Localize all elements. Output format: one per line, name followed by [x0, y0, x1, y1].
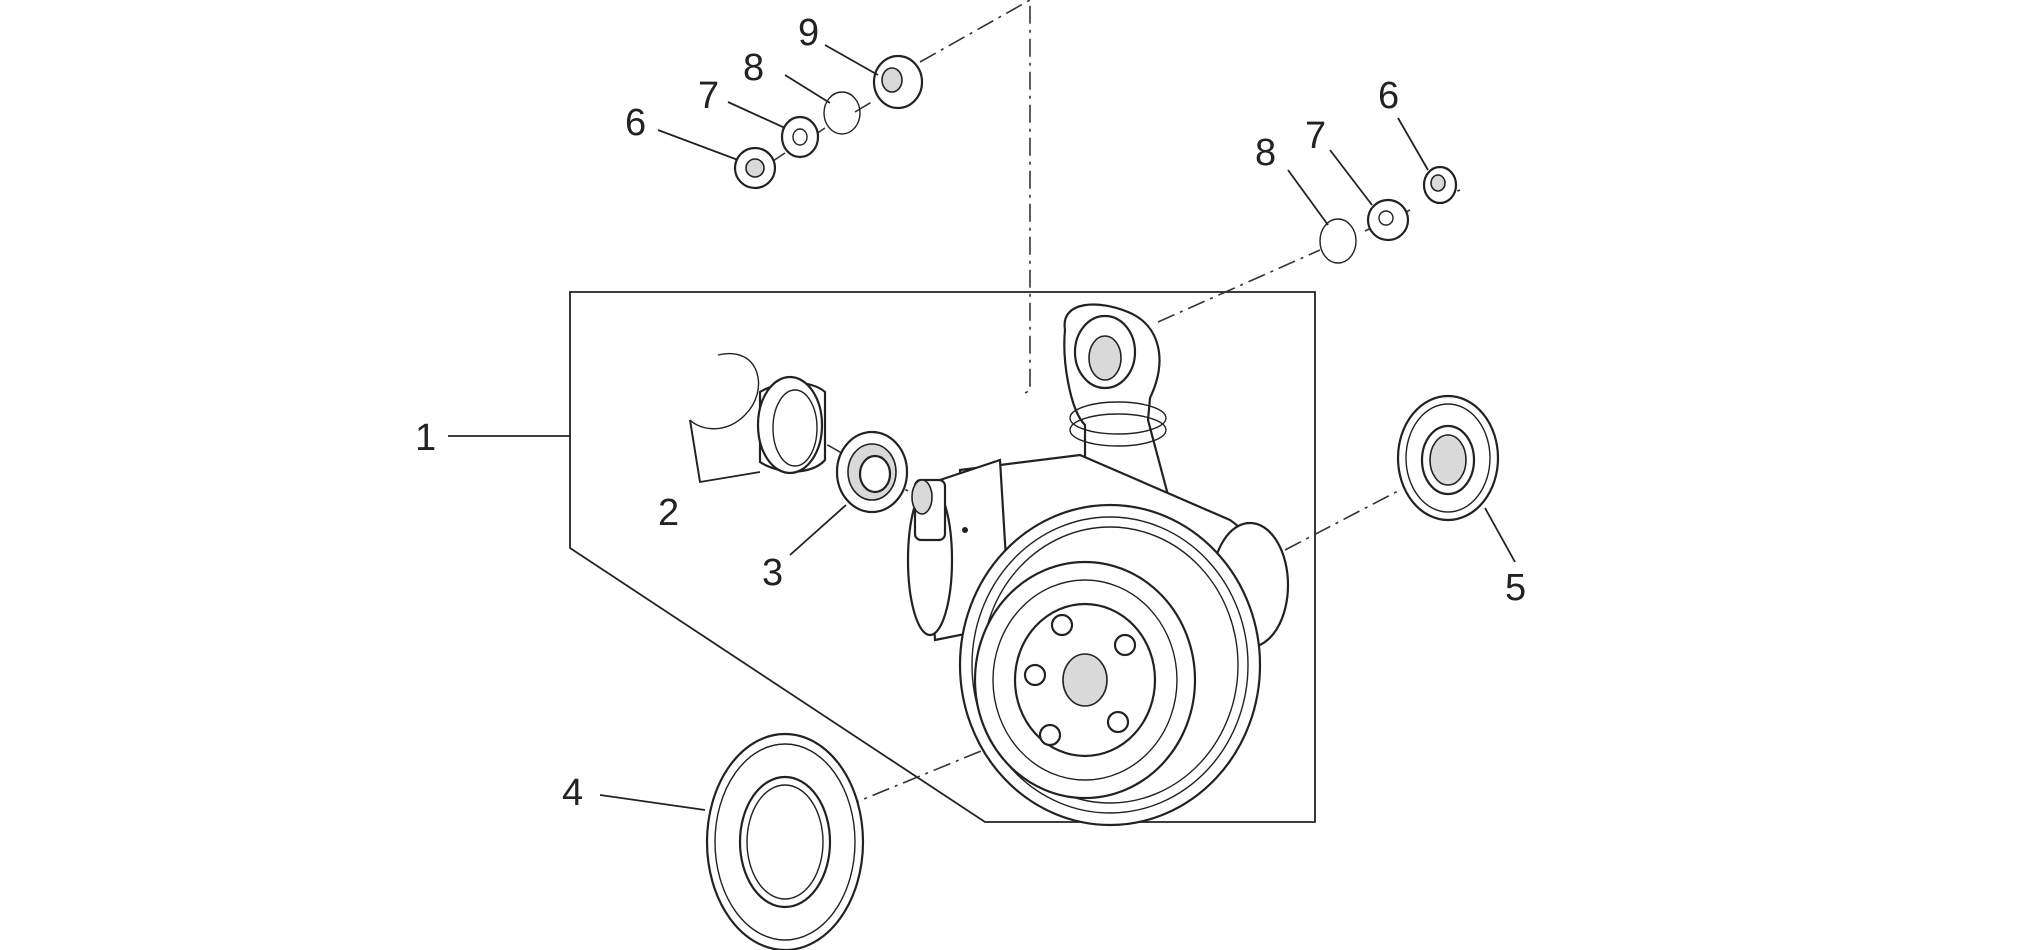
part-4-bearing	[705, 732, 865, 950]
callout-2: 2	[658, 492, 679, 534]
callout-3: 3	[762, 552, 783, 594]
part-2-snap-ring-bushing	[689, 352, 827, 475]
upper-left-small-parts	[733, 54, 924, 190]
callout-6-left: 6	[625, 102, 646, 144]
callout-1: 1	[415, 417, 436, 459]
callout-7-left: 7	[698, 75, 719, 117]
callout-6-right: 6	[1378, 75, 1399, 117]
callout-8-left: 8	[743, 47, 764, 89]
crankshaft-assembly	[906, 303, 1290, 827]
callout-labels: 1 2 3 4 5 6 7 8 9 6 7 8	[415, 12, 1526, 814]
callout-5: 5	[1505, 567, 1526, 609]
part-5-bearing	[1396, 394, 1500, 522]
callout-8-right: 8	[1255, 132, 1276, 174]
callout-4: 4	[562, 772, 583, 814]
part-3-seal	[835, 430, 909, 514]
right-small-parts	[1319, 165, 1458, 264]
callout-9: 9	[798, 12, 819, 54]
assembly-1-boundary	[569, 291, 1316, 823]
callout-7-right: 7	[1305, 115, 1326, 157]
leader-lines	[448, 44, 1516, 811]
